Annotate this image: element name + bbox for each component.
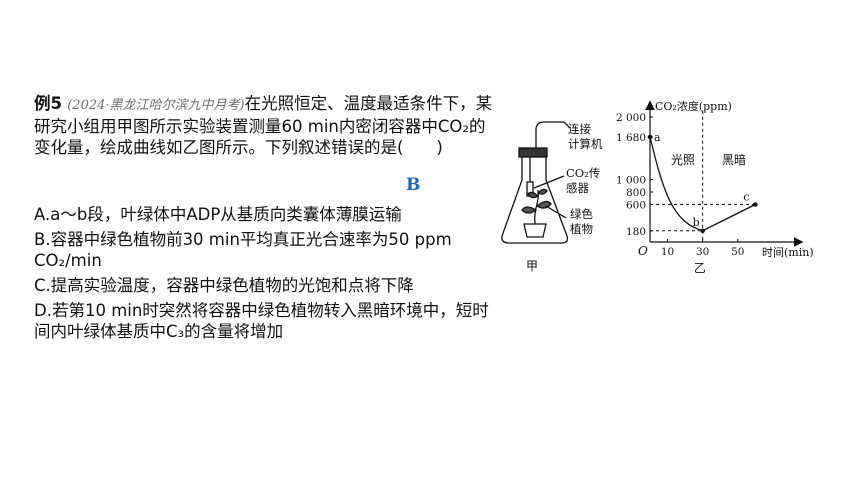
region-light: 光照 [671, 153, 695, 167]
option-d[interactable]: D.若第10 min时突然将容器中绿色植物转入黑暗环境中，短时间内叶绿体基质中C… [34, 301, 489, 341]
origin-label: O [638, 244, 648, 258]
series-line-1 [702, 203, 756, 232]
leaf [521, 206, 538, 214]
plant-label-1: 绿色 [570, 207, 593, 221]
figure-jia: 连接 计算机 CO₂传 感器 绿色 植物 甲 [501, 121, 603, 273]
point-a [647, 134, 653, 140]
sensor-label-2: 感器 [566, 181, 589, 195]
option-c[interactable]: C.提高实验温度，容器中绿色植物的光饱和点将下降 [34, 276, 414, 295]
flask-stopper [518, 147, 548, 158]
answer-mark: B [406, 175, 421, 195]
plant-pot [523, 223, 547, 238]
x-tick-label: 10 [661, 246, 674, 258]
x-tick-label: 30 [696, 246, 709, 258]
figure-jia-caption: 甲 [526, 259, 538, 273]
x-tick-label: 50 [731, 246, 744, 258]
question-stem: 例5 (2024·黑龙江哈尔滨九中月考)在光照恒定、温度最适条件下，某研究小组用… [34, 93, 496, 158]
point-b [700, 228, 705, 234]
y-tick-label: 2 000 [616, 112, 646, 124]
computer-cable [535, 121, 564, 152]
y-tick-label: 1 680 [616, 132, 646, 144]
point-c [753, 202, 758, 207]
region-dark: 黑暗 [722, 152, 746, 167]
question-label: 例5 [34, 94, 62, 113]
leaf [536, 188, 548, 195]
options-list: A.a～b段，叶绿体中ADP从基质向类囊体薄膜运输 B.容器中绿色植物前30 m… [34, 204, 504, 346]
x-axis-title: 时间(min) [762, 246, 814, 259]
y-tick-label: 180 [626, 226, 646, 238]
y-tick-label: 1 000 [616, 175, 646, 187]
question-text: 在光照恒定、温度最适条件下，某研究小组用甲图所示实验装置测量60 min内密闭容… [34, 94, 493, 157]
y-tick-label: 600 [626, 200, 646, 212]
pointer-computer [563, 121, 571, 129]
leaf [527, 191, 540, 199]
pointer-sensor [533, 175, 565, 189]
sensor-label-1: CO₂传 [566, 166, 600, 180]
point-label-c: c [743, 191, 749, 204]
flask [501, 157, 569, 244]
plant-label-2: 植物 [570, 222, 593, 236]
computer-label-2: 计算机 [568, 137, 603, 151]
question-source: (2024·黑龙江哈尔滨九中月考) [67, 98, 245, 113]
y-axis-title: CO₂浓度(ppm) [655, 99, 732, 113]
series-line-0 [649, 136, 703, 232]
y-tick-label: 800 [626, 187, 646, 199]
pointer-plant [545, 205, 567, 219]
point-label-b: b [693, 216, 700, 229]
figure-yi-caption: 乙 [694, 261, 706, 275]
point-label-a: a [654, 131, 661, 144]
option-a[interactable]: A.a～b段，叶绿体中ADP从基质向类囊体薄膜运输 [34, 205, 402, 224]
option-b[interactable]: B.容器中绿色植物前30 min平均真正光合速率为50 ppm CO₂/min [34, 230, 452, 270]
computer-label-1: 连接 [568, 122, 591, 136]
